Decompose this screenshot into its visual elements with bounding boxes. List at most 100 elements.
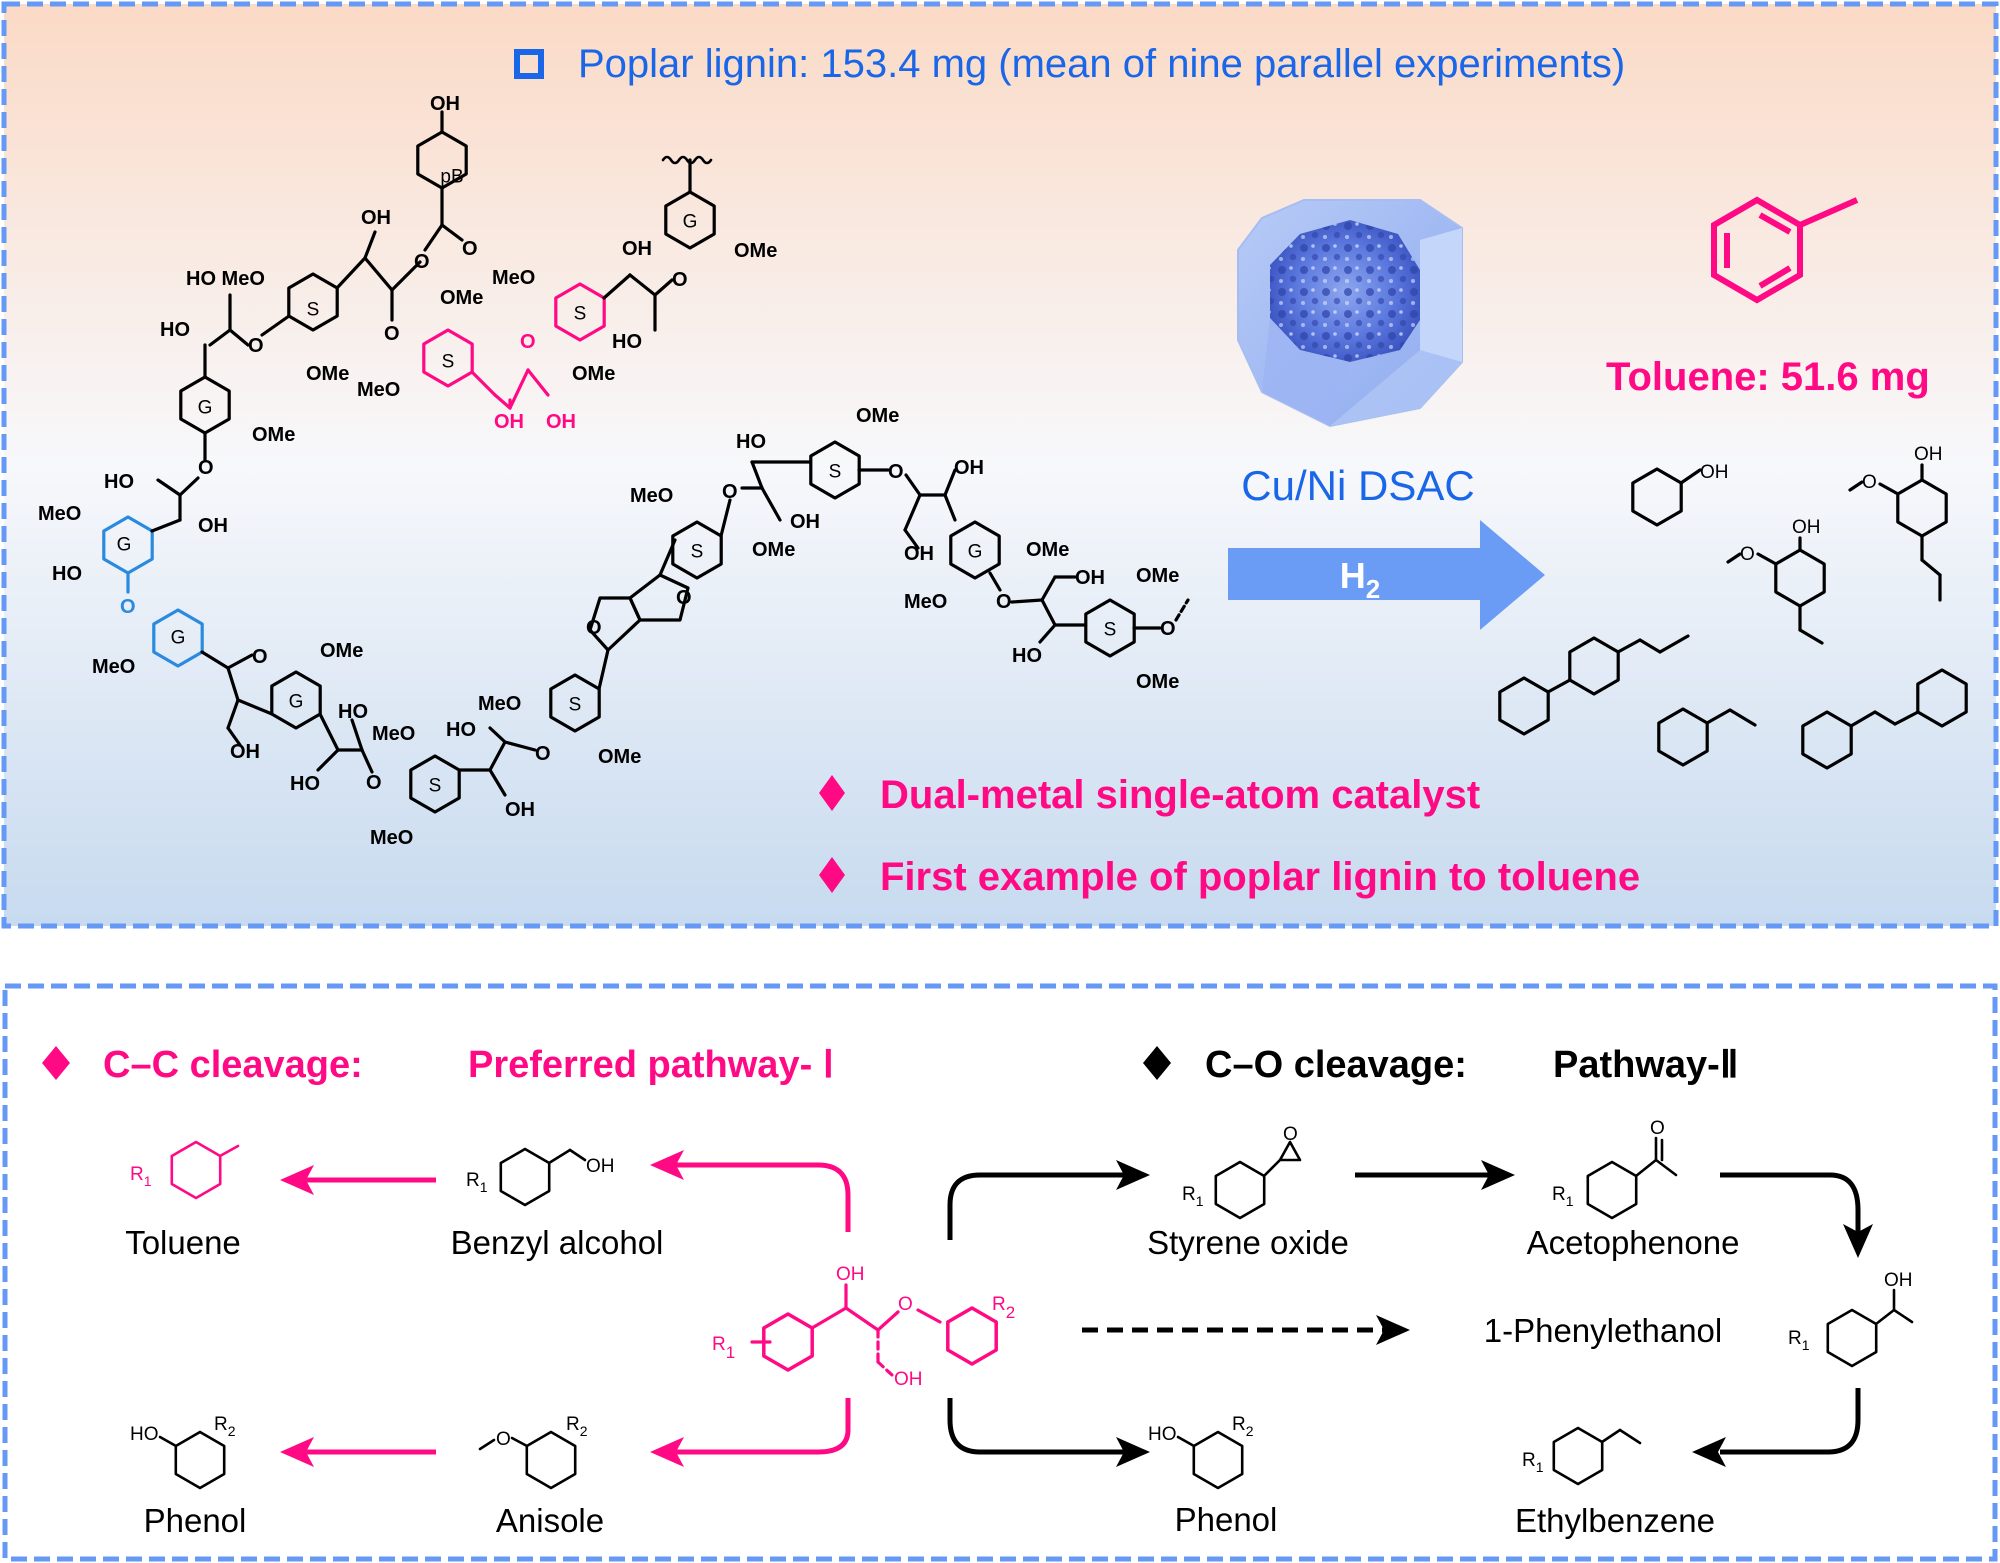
oh-label: OH (1884, 1270, 1913, 1291)
oh-label: OH (198, 515, 228, 537)
label-anisole: Anisole (496, 1502, 604, 1539)
o-label: O (1862, 472, 1877, 493)
arrow-head (280, 1165, 314, 1195)
bullet-text: First example of poplar lignin to toluen… (880, 855, 1640, 899)
o-label: O (384, 323, 400, 345)
oh-label: OH (1075, 567, 1105, 589)
arrow-head (1692, 1437, 1726, 1467)
label-phenol-right: Phenol (1175, 1501, 1278, 1538)
arrow-head (1116, 1160, 1150, 1190)
ho-label: HO (338, 701, 368, 723)
oh-label: OH (430, 93, 460, 115)
phenol-left: HO R2 (130, 1414, 236, 1490)
oh-label: OH (894, 1369, 923, 1390)
bottom-panel: C–C cleavage: Preferred pathway- Ⅰ C–O c… (2, 983, 1998, 1562)
meo-label: MeO (370, 827, 413, 849)
o-label: O (248, 335, 264, 357)
acetophenone: O R1 (1552, 1118, 1678, 1220)
oh-label: OH (361, 207, 391, 229)
s-unit: S MeO OMe O HO OH (630, 431, 820, 580)
ome-label: OMe (306, 363, 349, 385)
oh-label: OH (586, 1156, 615, 1177)
r1-label: R1 (1182, 1184, 1204, 1209)
arrow-to-styrene-oxide (947, 1172, 1125, 1240)
ring-label-s: S (1104, 620, 1117, 641)
ome-label: OMe (1136, 671, 1179, 693)
catalyst-label: Cu/Ni DSAC (1241, 462, 1474, 509)
diamond-bullet-icon (1143, 1046, 1171, 1080)
bullet-list: Dual-metal single-atom catalyst First ex… (819, 773, 1640, 899)
o-label: O (414, 251, 430, 273)
oh-label: OH (622, 238, 652, 260)
toluene-molecule (1711, 196, 1859, 304)
oh-label: OH (836, 1264, 865, 1285)
r1-label: R1 (130, 1164, 152, 1189)
toluene-product: R1 (130, 1140, 240, 1200)
diamond-bullet-icon (819, 775, 845, 811)
o-label: O (496, 1429, 511, 1450)
arrow-to-phenol-right (947, 1398, 1125, 1455)
ome-label: OMe (320, 640, 363, 662)
bullet-text: Dual-metal single-atom catalyst (880, 773, 1480, 817)
ho-label: HO (612, 331, 642, 353)
o-label: O (535, 743, 551, 765)
o-label: O (520, 331, 536, 353)
arrow-head (1843, 1224, 1873, 1258)
arrow-head (1376, 1315, 1410, 1345)
g-unit-highlighted: G MeO (92, 608, 230, 678)
g-unit: S OMe O OH OH (809, 405, 984, 565)
o-label: O (1160, 618, 1176, 640)
oh-label: OH (505, 799, 535, 821)
ring-label-s: S (429, 776, 442, 797)
o-label: O (198, 457, 214, 479)
meo-label: MeO (357, 379, 400, 401)
ho-label: HO (1012, 645, 1042, 667)
s-unit-highlighted: S MeO OMe OH HO O (492, 238, 688, 385)
byproduct-propylbiphenyl (1498, 634, 1690, 736)
o-label: O (722, 481, 738, 503)
meo-label: MeO (492, 267, 535, 289)
diamond-bullet-icon (42, 1046, 70, 1080)
r2-label: R2 (566, 1414, 588, 1439)
porous-catalyst-particle-icon (1237, 199, 1463, 428)
o-label: O (252, 646, 268, 668)
arrow-to-phenylethanol (1720, 1172, 1861, 1232)
ring-label-g: G (117, 535, 132, 556)
r2-label: R2 (992, 1294, 1015, 1322)
o-label: O (1740, 544, 1755, 565)
label-toluene: Toluene (125, 1224, 241, 1261)
pathway-2-heading: C–O cleavage: (1205, 1044, 1467, 1086)
g-unit: G OMe (661, 155, 777, 262)
arrow-head (650, 1437, 684, 1467)
ome-label: OMe (1026, 539, 1069, 561)
benzyl-alcohol: OH R1 (466, 1147, 615, 1207)
ethylbenzene: R1 (1522, 1426, 1642, 1486)
ome-label: OMe (752, 539, 795, 561)
meo-label: MeO (478, 693, 521, 715)
r1-label: R1 (466, 1170, 488, 1195)
label-ethylbenzene: Ethylbenzene (1515, 1502, 1715, 1539)
s-unit: G OMe MeO O OH HO (904, 520, 1105, 667)
ome-label: OMe (598, 746, 641, 768)
o-label: O (676, 587, 692, 609)
ho-label: HO (290, 773, 320, 795)
o-label: O (462, 238, 478, 260)
pathway-2-subheading: Pathway-Ⅱ (1553, 1044, 1739, 1086)
styrene-oxide: O R1 (1182, 1124, 1302, 1220)
ho-label: HO (130, 1424, 159, 1445)
pathway-1-subheading: Preferred pathway- Ⅰ (468, 1044, 834, 1086)
s-unit: S OMe OMe O (1084, 565, 1190, 693)
wavy-bond (661, 155, 713, 165)
oh-label: OH (904, 543, 934, 565)
byproduct-bibenzyl (1801, 668, 1968, 770)
h2-label: H2 (1340, 555, 1380, 604)
oh-label: OH (1700, 462, 1729, 483)
r1-label: R1 (1788, 1328, 1810, 1353)
o-label: O (1283, 1124, 1298, 1145)
ho-label: HO (446, 719, 476, 741)
ome-label: OMe (856, 405, 899, 427)
arrow-head (650, 1150, 684, 1180)
ring-label-s: S (569, 695, 582, 716)
label-styrene-oxide: Styrene oxide (1147, 1224, 1349, 1261)
